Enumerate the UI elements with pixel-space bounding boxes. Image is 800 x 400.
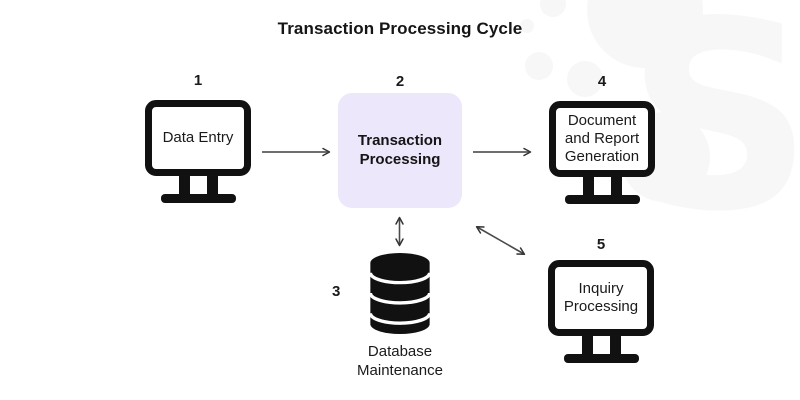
monitor-stand	[581, 336, 621, 354]
node-data-entry: 1 Data Entry	[145, 72, 251, 203]
monitor-icon: Data Entry	[145, 100, 251, 203]
step-number: 2	[395, 73, 405, 90]
node-label: Database Maintenance	[357, 343, 443, 379]
monitor-screen: Inquiry Processing	[548, 260, 654, 336]
step-number: 5	[596, 236, 606, 253]
monitor-screen: Data Entry	[145, 100, 251, 176]
monitor-screen: Document and Report Generation	[549, 101, 655, 177]
monitor-icon: Inquiry Processing	[548, 260, 654, 363]
node-label: Transaction Processing	[357, 131, 443, 168]
node-label: Document and Report Generation	[564, 111, 640, 166]
monitor-stand	[582, 177, 622, 195]
diagram-title: Transaction Processing Cycle	[277, 19, 523, 38]
step-number: 1	[193, 72, 203, 89]
node-inquiry-processing: 5 Inquiry Processing	[548, 236, 654, 363]
monitor-base	[563, 354, 639, 363]
monitor-base	[564, 195, 640, 204]
monitor-icon: Document and Report Generation	[549, 101, 655, 204]
node-database-maintenance: 3 Database Maintenance	[330, 252, 470, 381]
process-box: Transaction Processing	[338, 93, 462, 208]
step-number: 4	[597, 73, 607, 90]
node-label: Inquiry Processing	[563, 279, 639, 315]
step-number: 3	[332, 283, 341, 300]
node-label: Data Entry	[162, 128, 234, 146]
arrow-transaction-inquiry-bidirectional	[475, 226, 526, 255]
monitor-stand	[178, 176, 218, 194]
node-document-report-generation: 4 Document and Report Generation	[549, 73, 655, 204]
node-transaction-processing: 2 Transaction Processing	[338, 73, 462, 208]
monitor-base	[160, 194, 236, 203]
watermark-dot	[540, 0, 566, 17]
database-icon	[368, 252, 432, 335]
